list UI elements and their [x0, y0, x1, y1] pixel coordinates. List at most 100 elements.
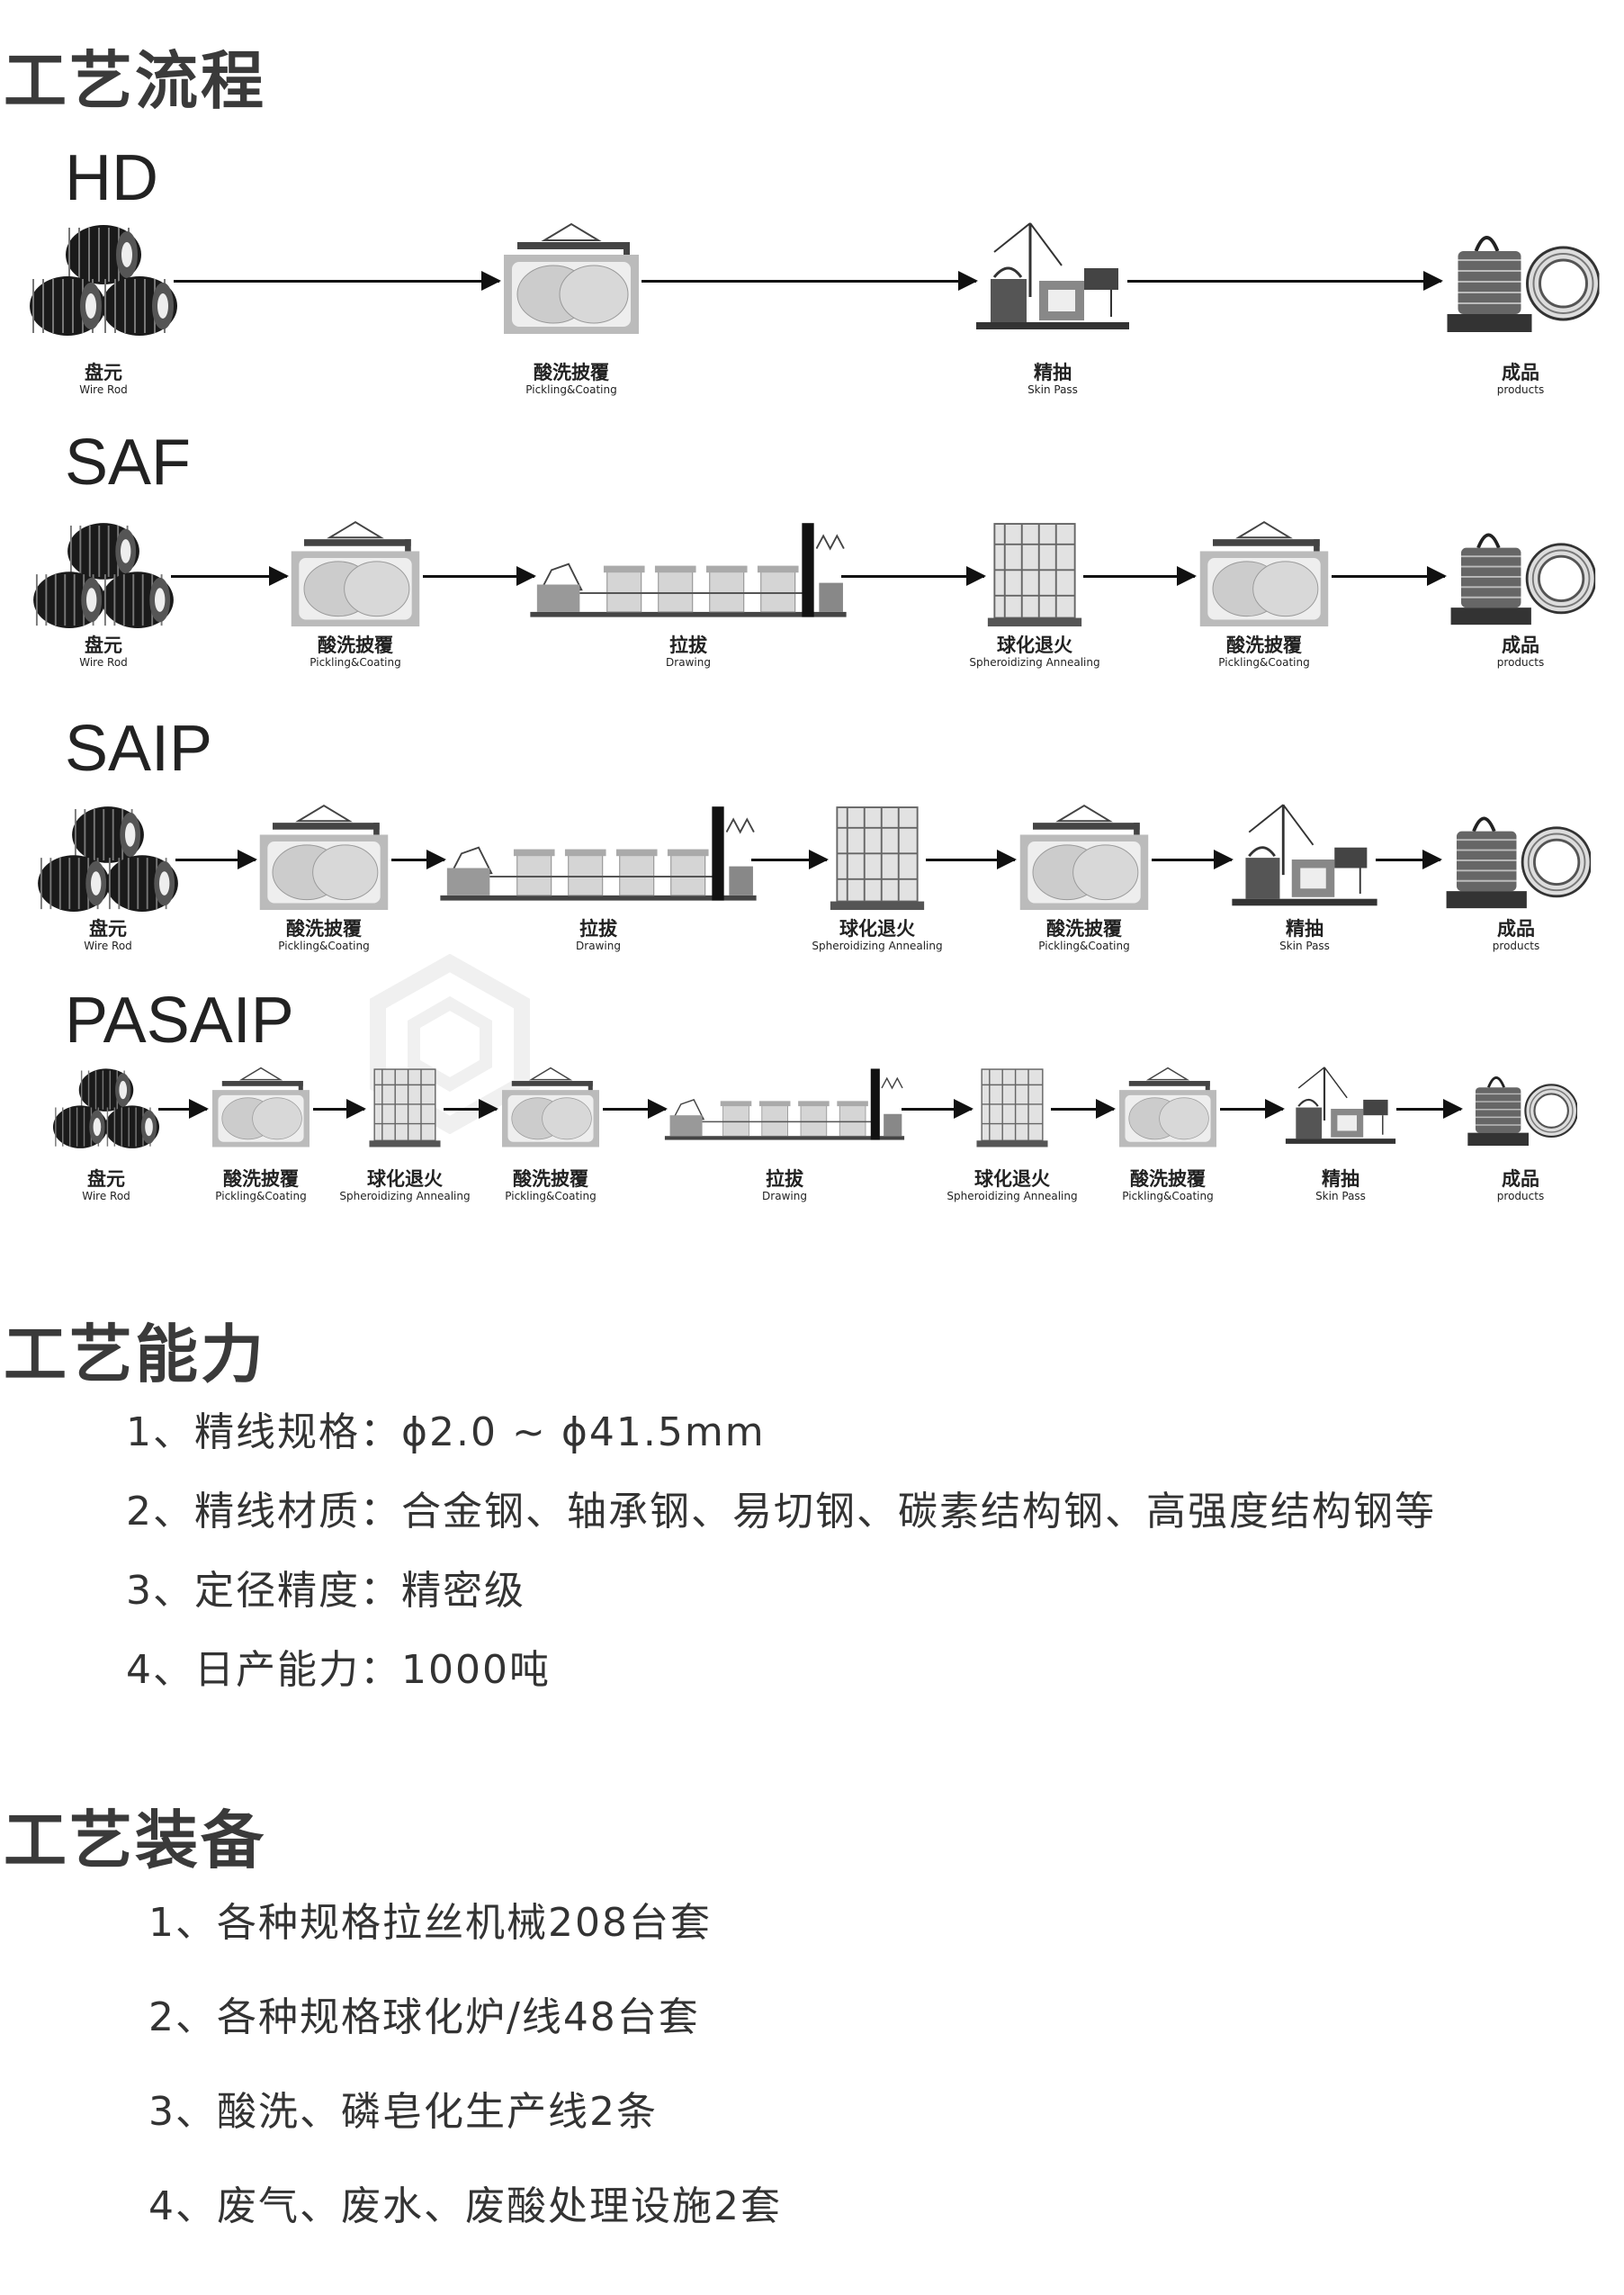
flow-arrow — [443, 1099, 498, 1119]
pickling-tank-icon — [1116, 1066, 1219, 1152]
step-label-zh: 拉拔 — [579, 918, 617, 940]
step-label-en: Pickling&Coating — [310, 656, 401, 670]
section-title-capability: 工艺能力 — [4, 1318, 266, 1391]
step-label-en: products — [1496, 656, 1545, 670]
flow-arrow — [1082, 566, 1198, 586]
step-label-en: Pickling&Coating — [505, 1190, 597, 1203]
capability-item: 4、日产能力：1000吨 — [126, 1647, 551, 1693]
step-label-en: Pickling&Coating — [215, 1190, 307, 1203]
equipment-item: 1、各种规格拉丝机械208台套 — [148, 1900, 712, 1946]
skin-pass-machine-icon — [1285, 1062, 1396, 1156]
annealing-furnace-icon — [369, 1066, 441, 1152]
watermark-icon — [370, 954, 530, 1134]
flow-arrow — [902, 1099, 974, 1119]
step-label-en: Pickling&Coating — [1122, 1190, 1214, 1203]
step-label-en: Wire Rod — [79, 656, 128, 670]
step-label-zh: 球化退火 — [974, 1168, 1050, 1190]
pickling-tank-icon — [1016, 802, 1153, 916]
capability-item: 2、精线材质：合金钢、轴承钢、易切钢、碳素结构钢、高强度结构钢等 — [126, 1489, 1436, 1534]
step-label-zh: 拉拔 — [766, 1168, 803, 1190]
flow-arrow — [1127, 271, 1443, 291]
step-label-zh: 酸洗披覆 — [1046, 918, 1122, 940]
flow-arrow — [925, 850, 1018, 869]
flow-arrow — [750, 850, 830, 869]
step-label-zh: 球化退火 — [367, 1168, 443, 1190]
step-label-zh: 盘元 — [85, 362, 122, 383]
annealing-furnace-icon — [976, 1066, 1048, 1152]
drawing-machine-icon — [530, 523, 847, 629]
pickling-tank-icon — [287, 518, 424, 633]
flow-arrow — [642, 271, 978, 291]
wire-rod-coil-icon — [27, 220, 180, 341]
flow-arrow — [390, 850, 446, 869]
flow-arrow — [840, 566, 987, 586]
step-label-en: Spheroidizing Annealing — [947, 1190, 1078, 1203]
step-label-en: Pickling&Coating — [278, 940, 370, 953]
step-label-zh: 精抽 — [1286, 918, 1323, 940]
step-label-zh: 球化退火 — [839, 918, 915, 940]
flow-arrow — [1376, 850, 1442, 869]
step-label-zh: 酸洗披覆 — [534, 362, 609, 383]
step-label-zh: 盘元 — [85, 634, 122, 656]
step-label-en: Spheroidizing Annealing — [339, 1190, 471, 1203]
process-name: PASAIP — [65, 985, 294, 1057]
flow-arrow — [313, 1099, 367, 1119]
step-label-zh: 酸洗披覆 — [286, 918, 362, 940]
flow-arrow — [1050, 1099, 1116, 1119]
step-label-zh: 成品 — [1502, 1168, 1539, 1190]
flow-arrow — [158, 1099, 209, 1119]
step-label-en: products — [1492, 940, 1540, 953]
step-label-en: Wire Rod — [79, 383, 128, 397]
step-label-en: Pickling&Coating — [1038, 940, 1130, 953]
step-label-zh: 酸洗披覆 — [318, 634, 393, 656]
flow-arrow — [1220, 1099, 1285, 1119]
capability-item: 1、精线规格：ϕ2.0 ~ ϕ41.5mm — [126, 1409, 766, 1455]
skin-pass-machine-icon — [976, 216, 1129, 346]
product-coil-icon — [1442, 220, 1601, 341]
step-label-en: Wire Rod — [82, 1190, 130, 1203]
step-label-en: Drawing — [762, 1190, 807, 1203]
process-name: SAF — [65, 427, 192, 499]
pickling-tank-icon — [499, 220, 643, 341]
flow-arrow — [1396, 1099, 1463, 1119]
flow-arrow — [422, 566, 536, 586]
capability-item: 3、定径精度：精密级 — [126, 1568, 525, 1614]
flow-arrow — [174, 271, 501, 291]
step-label-zh: 盘元 — [89, 918, 127, 940]
drawing-machine-icon — [664, 1068, 905, 1148]
step-label-zh: 成品 — [1497, 918, 1535, 940]
step-label-en: Drawing — [666, 656, 711, 670]
section-title-equipment: 工艺装备 — [4, 1804, 266, 1877]
wire-rod-coil-icon — [51, 1066, 161, 1152]
pickling-tank-icon — [1196, 518, 1332, 633]
flow-arrow — [175, 850, 257, 869]
step-label-en: Spheroidizing Annealing — [812, 940, 943, 953]
step-label-en: Pickling&Coating — [1218, 656, 1310, 670]
pickling-tank-icon — [498, 1066, 602, 1152]
process-name: SAIP — [65, 713, 213, 785]
step-label-zh: 拉拔 — [669, 634, 707, 656]
equipment-item: 2、各种规格球化炉/线48台套 — [148, 1994, 700, 2040]
annealing-furnace-icon — [830, 802, 925, 916]
flow-arrow — [1331, 566, 1448, 586]
product-coil-icon — [1446, 518, 1597, 633]
equipment-item: 4、废气、废水、废酸处理设施2套 — [148, 2183, 782, 2229]
flow-arrow — [1151, 850, 1234, 869]
step-label-zh: 酸洗披覆 — [223, 1168, 299, 1190]
